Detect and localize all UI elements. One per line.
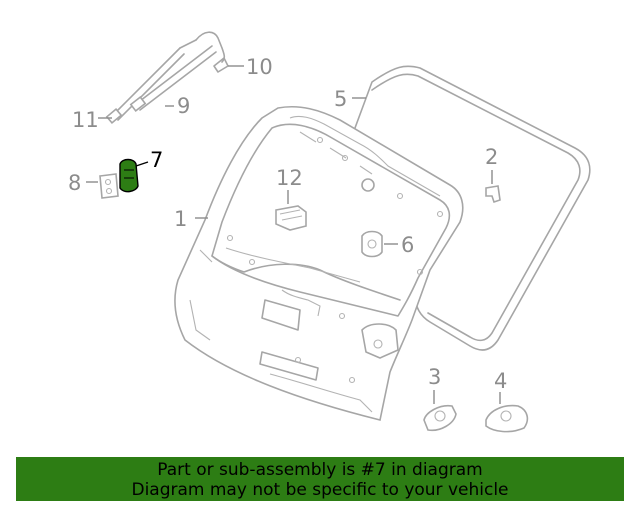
striker-cover: [485, 404, 529, 433]
leader-lines: [86, 65, 501, 404]
lock-actuator: [361, 230, 383, 258]
callout-9: 9: [177, 94, 190, 118]
latch-module: [275, 205, 307, 231]
banner-line-2: Diagram may not be specific to your vehi…: [131, 480, 509, 500]
callout-4: 4: [494, 369, 507, 393]
bumper-stop: [423, 404, 457, 432]
callout-6: 6: [401, 233, 414, 257]
callout-5: 5: [334, 87, 347, 111]
callout-2: 2: [485, 145, 498, 169]
callout-3: 3: [428, 365, 441, 389]
hinge: [99, 173, 119, 199]
callout-11: 11: [72, 108, 99, 132]
callout-12: 12: [276, 166, 303, 190]
callout-10: 10: [246, 55, 273, 79]
highlighted-part-7: [119, 158, 139, 193]
callout-7: 7: [150, 148, 163, 172]
banner-line-1: Part or sub-assembly is #7 in diagram: [157, 460, 483, 480]
liftgate-panel: [174, 105, 464, 421]
callout-8: 8: [68, 171, 81, 195]
fitment-banner: Part or sub-assembly is #7 in diagram Di…: [16, 457, 624, 501]
lift-struts: [105, 39, 217, 125]
callout-1: 1: [174, 207, 187, 231]
parts-diagram: 11 9 10 5 2 7 8 12 1 6 3 4: [68, 31, 591, 433]
bracket: [485, 185, 501, 204]
clip: [195, 31, 229, 73]
